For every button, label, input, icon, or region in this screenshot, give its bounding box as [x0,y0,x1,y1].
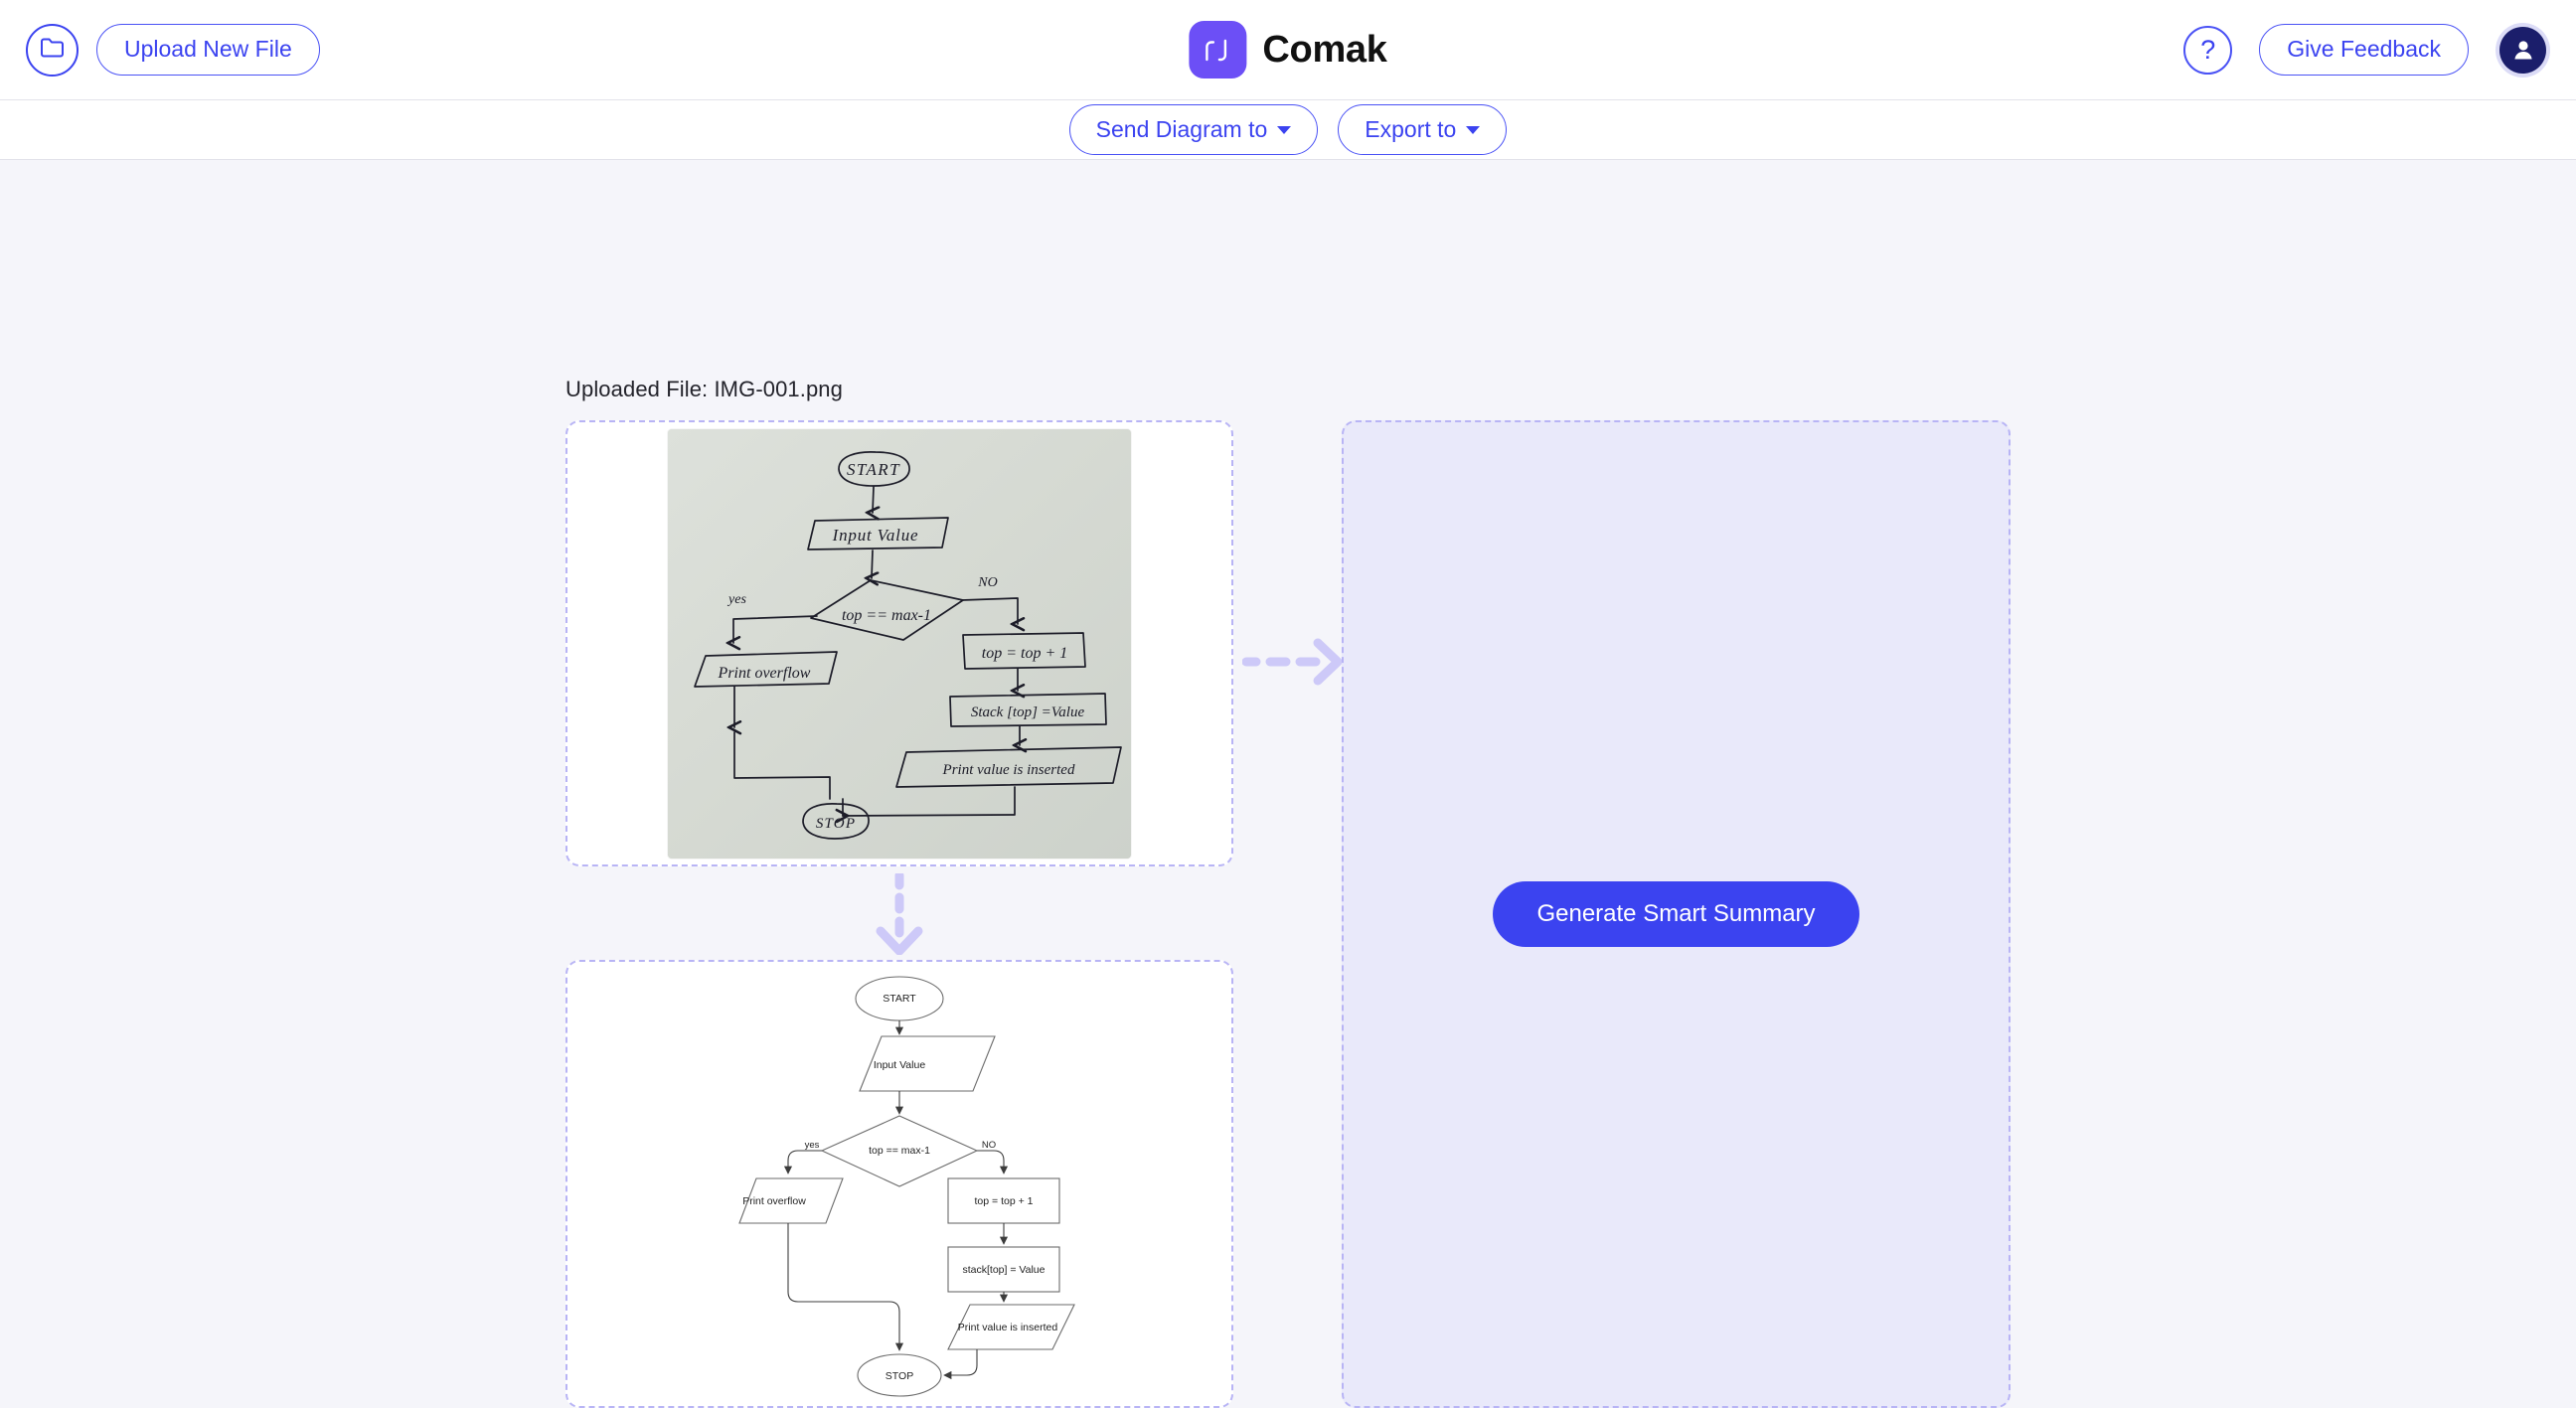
svg-text:Print overflow: Print overflow [742,1195,806,1207]
folder-button[interactable] [26,23,79,77]
main-content: Uploaded File: IMG-001.png [0,160,2576,1408]
svg-text:yes: yes [726,592,746,607]
svg-text:Print value is inserted: Print value is inserted [942,762,1075,778]
svg-text:Stack [top] =Value: Stack [top] =Value [971,704,1085,720]
svg-text:START: START [883,993,916,1005]
uploaded-image: START Input Value top == max-1 Print ove… [668,428,1131,859]
brand-name: Comak [1262,28,1387,71]
header-right-group: ? Give Feedback [2183,0,2550,99]
send-diagram-to-label: Send Diagram to [1095,116,1268,142]
generate-smart-summary-button[interactable]: Generate Smart Summary [1493,881,1859,947]
converted-diagram-panel: START Input Value top == max-1 Print ove… [565,960,1233,1408]
svg-text:STOP: STOP [886,1370,913,1382]
svg-text:top = top + 1: top = top + 1 [975,1195,1034,1207]
svg-text:top = top + 1: top = top + 1 [982,645,1067,662]
flow-arrow-right [1241,627,1352,697]
smart-summary-panel: Generate Smart Summary [1342,420,2011,1408]
svg-text:yes: yes [805,1140,820,1151]
svg-text:Print overflow: Print overflow [718,665,811,682]
svg-text:top == max-1: top == max-1 [842,607,931,624]
svg-text:START: START [847,460,900,479]
uploaded-file-label: Uploaded File: IMG-001.png [565,377,843,401]
handdrawn-flowchart: START Input Value top == max-1 Print ove… [668,428,1131,859]
svg-text:stack[top] = Value: stack[top] = Value [963,1264,1046,1276]
help-button[interactable]: ? [2183,25,2233,75]
folder-icon [40,36,65,64]
svg-text:Print value is inserted: Print value is inserted [958,1322,1058,1333]
app-header: Upload New File Comak ? Give Feedback [0,0,2576,100]
header-left-group: Upload New File [26,0,320,99]
flow-arrow-down [860,870,939,956]
action-toolbar: Send Diagram to Export to [0,100,2576,160]
original-diagram-panel: START Input Value top == max-1 Print ove… [565,420,1233,866]
comak-logo-icon [1189,21,1247,78]
export-to-label: Export to [1365,116,1457,142]
brand: Comak [1189,0,1387,99]
export-to-dropdown[interactable]: Export to [1338,104,1508,155]
send-diagram-to-dropdown[interactable]: Send Diagram to [1068,104,1319,155]
svg-text:NO: NO [977,575,997,590]
svg-text:NO: NO [982,1140,996,1151]
chevron-down-icon [1277,125,1292,134]
svg-text:STOP: STOP [816,816,856,832]
generated-flowchart: START Input Value top == max-1 Print ove… [738,976,1075,1397]
chevron-down-icon [1466,125,1481,134]
user-avatar-icon [2513,41,2532,60]
upload-new-file-button[interactable]: Upload New File [96,24,320,76]
avatar-inner [2499,26,2546,74]
svg-text:top == max-1: top == max-1 [869,1145,930,1157]
give-feedback-button[interactable]: Give Feedback [2259,24,2469,76]
svg-text:Input Value: Input Value [832,526,919,545]
avatar[interactable] [2496,22,2550,78]
svg-text:Input Value: Input Value [874,1059,926,1071]
